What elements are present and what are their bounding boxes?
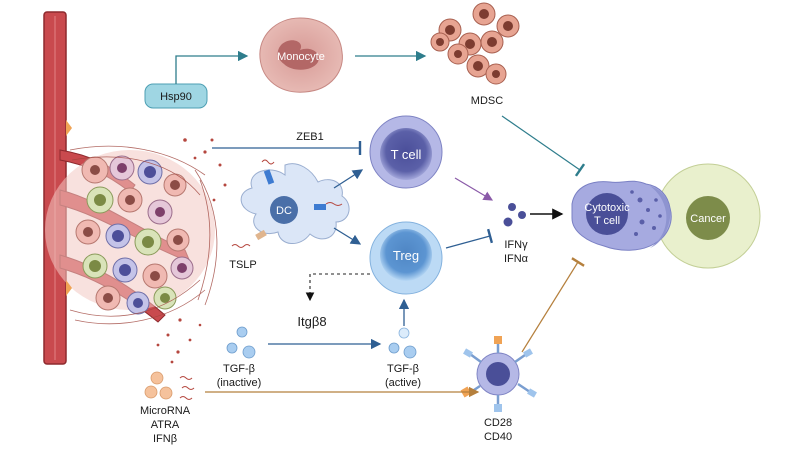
cancer-cell: Cancer	[655, 163, 761, 269]
stromal-fibers	[69, 145, 218, 325]
tumor-microenvironment	[43, 11, 227, 365]
therapy-molecules	[144, 371, 195, 400]
monocyte-label: Monocyte	[277, 51, 325, 63]
cytotoxic-label-2: T cell	[594, 215, 620, 227]
ifn-label-2: IFNα	[504, 253, 529, 265]
inhibit-apc-cytotoxic	[521, 257, 585, 353]
cd-label-1: CD28	[484, 417, 512, 429]
itgb8-label: Itgβ8	[297, 314, 326, 329]
dendritic-cell: DC	[231, 159, 350, 248]
tgfb-active-molecules	[388, 327, 417, 359]
t-cell: T cell	[369, 115, 443, 189]
ifn-molecules	[503, 203, 526, 227]
secreted-vesicles	[156, 138, 227, 364]
apc-cell	[460, 336, 537, 412]
arrow-dc-tcell	[333, 169, 364, 189]
treg-label: Treg	[393, 248, 419, 263]
tgfb-inactive-molecules	[226, 326, 256, 359]
ifn-label-1: IFNγ	[504, 239, 528, 251]
treg-cell: Treg	[369, 221, 443, 295]
dashed-arrow-treg-itgb8	[305, 273, 370, 302]
t-cell-label: T cell	[391, 147, 422, 162]
therapy-label-3: IFNβ	[153, 433, 177, 445]
cd-label-2: CD40	[484, 431, 512, 443]
tumor-cell-cluster	[45, 150, 215, 315]
mdsc-label: MDSC	[471, 95, 503, 107]
therapy-label-1: MicroRNA	[140, 405, 191, 417]
mdsc-cluster	[430, 2, 520, 85]
zeb1-label: ZEB1	[296, 131, 324, 143]
cancer-label: Cancer	[690, 213, 726, 225]
inhibit-treg-ifn	[445, 228, 494, 249]
arrow-tcell-ifn	[454, 177, 494, 201]
tgfb-active-label-2: (active)	[385, 377, 421, 389]
inhibit-mdsc-cytotoxic	[501, 115, 586, 177]
tgfb-inactive-label-1: TGF-β	[223, 363, 255, 375]
tgfb-active-label-1: TGF-β	[387, 363, 419, 375]
hsp90-node: Hsp90	[144, 83, 208, 109]
cytotoxic-t-cell: Cytotoxic T cell	[571, 180, 672, 251]
monocyte-cell: Monocyte	[259, 17, 343, 93]
dc-label: DC	[276, 205, 292, 217]
tslp-label: TSLP	[229, 259, 257, 271]
tgfb-inactive-label-2: (inactive)	[217, 377, 262, 389]
cytotoxic-label-1: Cytotoxic	[584, 202, 630, 214]
arrow-dc-treg	[333, 227, 362, 245]
arrow-hsp90-monocyte	[175, 50, 249, 84]
therapy-label-2: ATRA	[151, 419, 180, 431]
hsp90-label: Hsp90	[160, 91, 192, 103]
